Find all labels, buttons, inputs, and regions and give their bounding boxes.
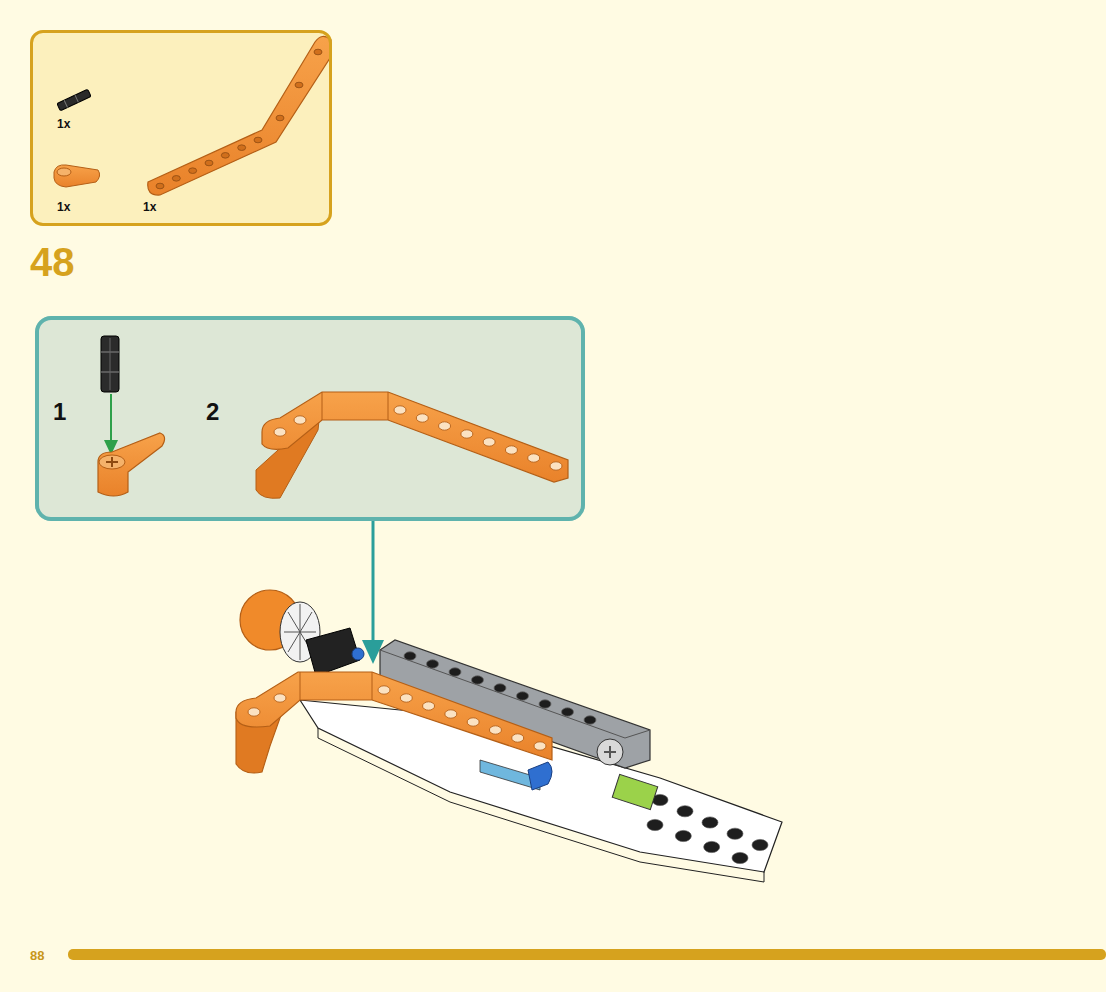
beam-hole xyxy=(276,115,284,121)
beam-hole xyxy=(189,168,197,174)
placement-arrow xyxy=(362,521,384,664)
beam-hole xyxy=(494,684,506,692)
parts-box-fill xyxy=(30,30,332,226)
beam-hole xyxy=(528,454,540,462)
beam-hole xyxy=(439,422,451,430)
sub-assembly-callout: 12 xyxy=(35,316,585,521)
beam-hole xyxy=(727,828,743,839)
beam-hole xyxy=(732,852,748,863)
pin-part xyxy=(101,336,119,392)
model-assembly xyxy=(236,590,782,882)
beam-hole xyxy=(254,137,262,143)
parts-list-box: 1x 1x 1x xyxy=(30,30,332,226)
beam-hole xyxy=(539,700,551,708)
sub-step-number: 1 xyxy=(53,400,66,424)
page-number: 88 xyxy=(30,949,44,962)
part-count: 1x xyxy=(143,201,156,213)
beam-hole xyxy=(702,817,718,828)
bent-beam-part xyxy=(256,392,568,498)
sub-step-number: 2 xyxy=(206,400,219,424)
beam-hole xyxy=(472,676,484,684)
beam-hole xyxy=(445,710,457,718)
beam-hole xyxy=(274,694,286,702)
beam-hole xyxy=(156,183,164,189)
beam-hole xyxy=(534,742,546,750)
beam-hole xyxy=(752,839,768,850)
page-bar xyxy=(68,949,1106,960)
beam-hole xyxy=(394,406,406,414)
beam-hole xyxy=(550,462,562,470)
beam-hole xyxy=(205,160,213,166)
part-count: 1x xyxy=(57,201,70,213)
beam-hole xyxy=(314,49,322,55)
part-count: 1x xyxy=(57,118,70,130)
callout-fill xyxy=(35,316,585,521)
connector-part xyxy=(54,165,100,187)
connector-part xyxy=(98,433,165,496)
bent-beam-part xyxy=(148,36,331,195)
beam-hole xyxy=(677,806,693,817)
beam-hole xyxy=(423,702,435,710)
beam-hole xyxy=(248,708,260,716)
beam-hole xyxy=(467,718,479,726)
beam-hole xyxy=(675,830,691,841)
beam-hole xyxy=(449,668,461,676)
beam-hole xyxy=(489,726,501,734)
beam-hole xyxy=(404,652,416,660)
beam-hole xyxy=(416,414,428,422)
beam-hole xyxy=(461,430,473,438)
beam-hole xyxy=(517,692,529,700)
beam-hole xyxy=(483,438,495,446)
beam-hole xyxy=(647,819,663,830)
beam-hole xyxy=(238,145,246,151)
step-number: 48 xyxy=(30,242,75,282)
beam-hole xyxy=(505,446,517,454)
beam-hole xyxy=(584,716,596,724)
beam-hole xyxy=(378,686,390,694)
insert-arrow xyxy=(104,394,118,455)
beam-hole xyxy=(427,660,439,668)
beam-hole xyxy=(172,176,180,182)
beam-hole xyxy=(562,708,574,716)
beam-hole xyxy=(400,694,412,702)
beam-hole xyxy=(704,841,720,852)
beam-hole xyxy=(295,82,303,88)
beam-hole xyxy=(221,153,229,159)
beam-hole xyxy=(294,416,306,424)
beam-hole xyxy=(512,734,524,742)
beam-hole xyxy=(274,428,286,436)
pin-part xyxy=(57,89,91,111)
